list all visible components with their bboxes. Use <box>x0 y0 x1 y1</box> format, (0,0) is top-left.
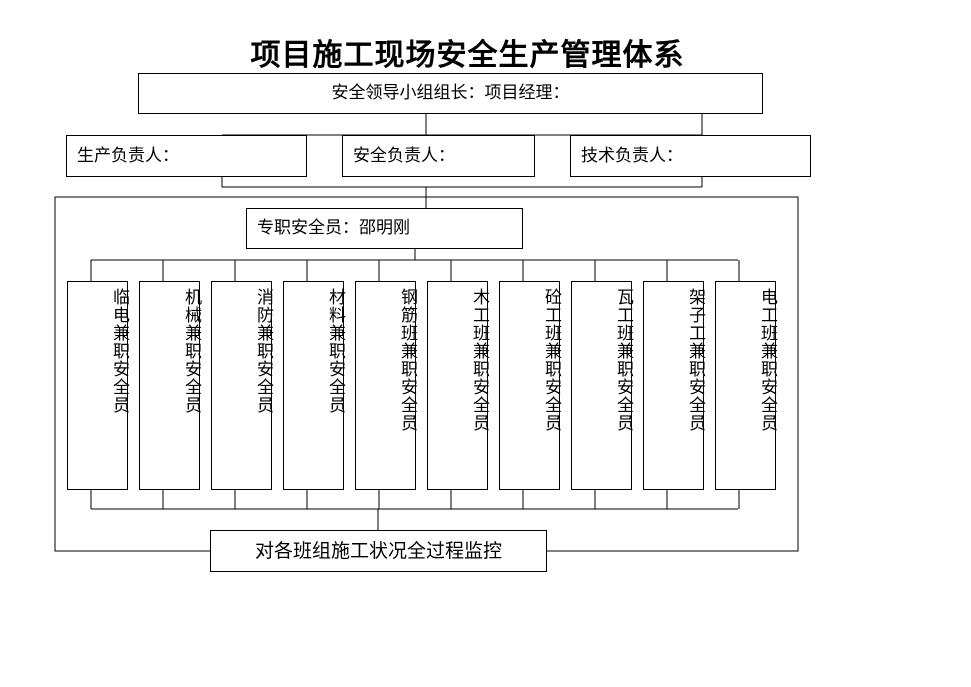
team-officer-label: 瓦工班兼职安全员 <box>613 288 633 432</box>
safety-manager-label: 安全负责人： <box>353 145 455 166</box>
team-officer-label: 电工班兼职安全员 <box>757 288 777 432</box>
team-officer-box: 钢筋班兼职安全员 <box>355 281 417 490</box>
monitor-box: 对各班组施工状况全过程监控 <box>210 530 547 572</box>
production-manager-box: 生产负责人： <box>66 135 307 177</box>
team-officer-label: 消防兼职安全员 <box>253 288 273 414</box>
monitor-label: 对各班组施工状况全过程监控 <box>254 539 502 562</box>
team-officer-box: 木工班兼职安全员 <box>427 281 489 490</box>
team-officer-box: 临电兼职安全员 <box>67 281 129 490</box>
technical-manager-box: 技术负责人： <box>570 135 811 177</box>
team-officer-label: 钢筋班兼职安全员 <box>397 288 417 432</box>
leader-box: 安全领导小组组长：项目经理： <box>138 73 763 114</box>
team-officer-label: 临电兼职安全员 <box>109 288 129 414</box>
team-officer-box: 架子工兼职安全员 <box>643 281 705 490</box>
team-officer-box: 砼工班兼职安全员 <box>499 281 561 490</box>
production-manager-label: 生产负责人： <box>77 145 179 166</box>
diagram-title: 项目施工现场安全生产管理体系 <box>250 38 685 73</box>
team-officer-box: 材料兼职安全员 <box>283 281 345 490</box>
technical-manager-label: 技术负责人： <box>581 145 683 166</box>
connector-outer-left <box>54 196 426 552</box>
team-officer-label: 砼工班兼职安全员 <box>541 288 561 432</box>
team-officer-label: 机械兼职安全员 <box>181 288 201 414</box>
team-officer-label: 木工班兼职安全员 <box>469 288 489 432</box>
connector-outer-right <box>426 196 799 552</box>
team-officer-box: 消防兼职安全员 <box>211 281 273 490</box>
team-officer-box: 瓦工班兼职安全员 <box>571 281 633 490</box>
team-officer-label: 材料兼职安全员 <box>325 288 345 414</box>
team-officer-box: 机械兼职安全员 <box>139 281 201 490</box>
team-officer-box: 电工班兼职安全员 <box>715 281 777 490</box>
safety-officer-label: 专职安全员：邵明刚 <box>257 218 410 238</box>
safety-manager-box: 安全负责人： <box>342 135 535 177</box>
safety-officer-box: 专职安全员：邵明刚 <box>246 208 523 249</box>
team-officer-label: 架子工兼职安全员 <box>685 288 705 432</box>
leader-label: 安全领导小组组长：项目经理： <box>331 83 570 103</box>
